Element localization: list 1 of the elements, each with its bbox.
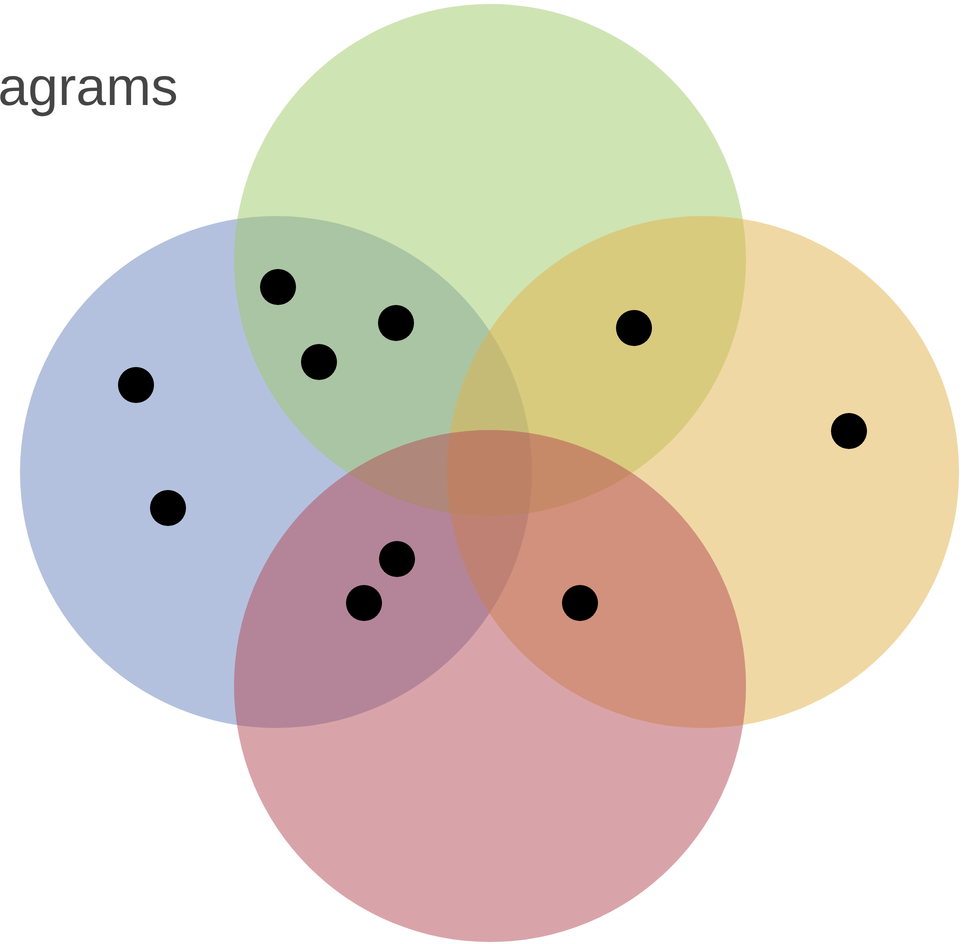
title: agrams	[0, 60, 178, 114]
